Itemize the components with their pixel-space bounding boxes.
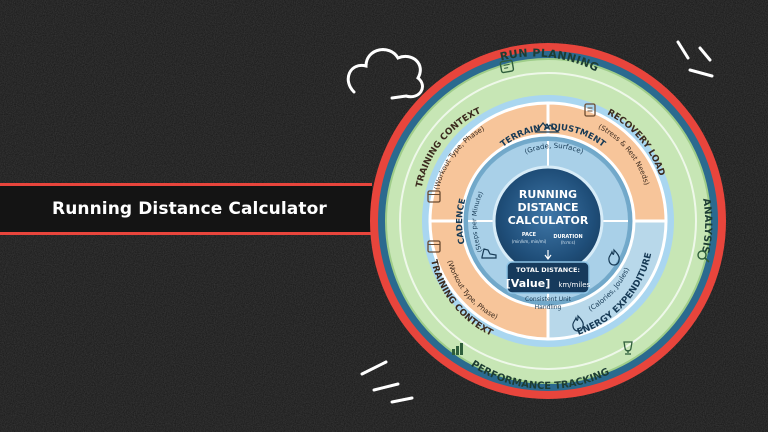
title-banner: Running Distance Calculator [0,183,372,235]
unit-handling-note-line1: Consistent Unit [525,296,572,303]
performance-chart-icon [452,343,463,355]
flame-icon [572,314,584,332]
run-planning-icon [499,59,515,74]
svg-text:ANALYSIS: ANALYSIS [699,198,713,254]
cloud-doodle [346,48,424,100]
total-distance-unit: km/miles [558,281,590,289]
calendar-icon [427,240,441,253]
mountain-icon [534,121,560,133]
banner-title: Running Distance Calculator [52,199,327,219]
analysis-icon [697,250,710,263]
recovery-icon [584,103,596,117]
down-arrow-icon [544,250,552,260]
total-distance-value: [Value] [506,277,550,290]
calendar-icon [427,190,441,203]
trophy-icon [623,341,633,355]
sparkle-doodle [360,360,414,404]
shoe-icon [481,248,497,259]
svg-text:[Value] km/miles: [Value] km/miles [506,272,591,291]
duration-unit: (h:m:s) [561,240,576,245]
unit-handling-note-line2: Handling [535,304,562,311]
flame-icon [608,248,620,266]
total-distance-label: TOTAL DISTANCE: [516,266,580,274]
pace-unit: (min/km, min/mi) [512,239,547,244]
sparkle-doodle [676,40,714,78]
total-distance-box [506,261,590,294]
svg-text:CADENCE: CADENCE [455,197,468,245]
center-title-line1: RUNNING [519,188,577,201]
center-title-line3: CALCULATOR [508,214,589,227]
analysis-label: ANALYSIS [699,198,713,254]
duration-label: DURATION [553,234,582,240]
cadence-title: CADENCE [455,197,468,245]
pace-label: PACE [522,232,537,238]
center-title-line2: DISTANCE [517,201,578,214]
